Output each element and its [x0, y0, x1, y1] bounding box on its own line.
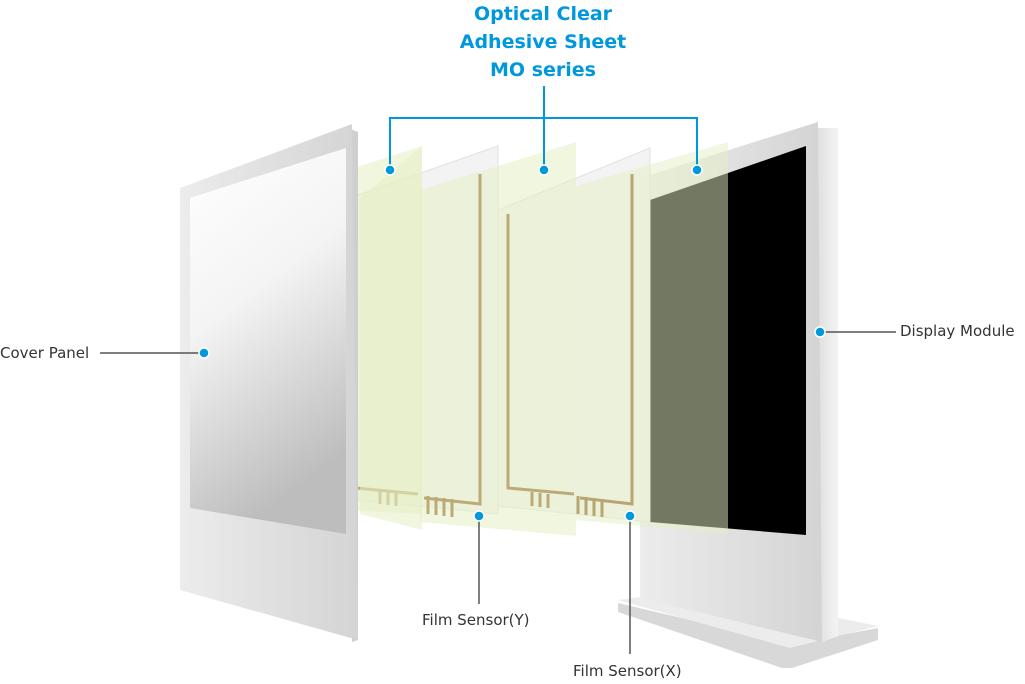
cover-panel-marker-dot: [198, 347, 210, 359]
adhesive-sheet-4: [576, 142, 728, 534]
title-line-2: Adhesive Sheet: [459, 31, 627, 53]
film-sensor-x-marker-dot: [624, 510, 636, 522]
display-module-marker-dot: [814, 326, 826, 338]
cover-panel-label: Cover Panel: [0, 344, 90, 362]
adhesive-marker-dot: [384, 164, 396, 176]
marker-dots: [198, 164, 826, 522]
leader-lines: [100, 86, 896, 654]
cover-panel-glass: [190, 148, 346, 534]
film-sensor-y-label: Film Sensor(Y): [422, 611, 530, 629]
display-module-label: Display Module: [900, 322, 1015, 340]
adhesive-marker-dot: [538, 164, 550, 176]
cover-panel: [180, 124, 358, 642]
adhesive-sheet-2: [360, 146, 422, 530]
adhesive-marker-dot: [691, 164, 703, 176]
adhesive-sheet-3: [420, 142, 576, 536]
film-sensor-y-marker-dot: [473, 510, 485, 522]
title-line-1: Optical Clear: [473, 3, 613, 25]
title-line-3: MO series: [490, 59, 596, 81]
film-sensor-x-label: Film Sensor(X): [573, 662, 682, 680]
